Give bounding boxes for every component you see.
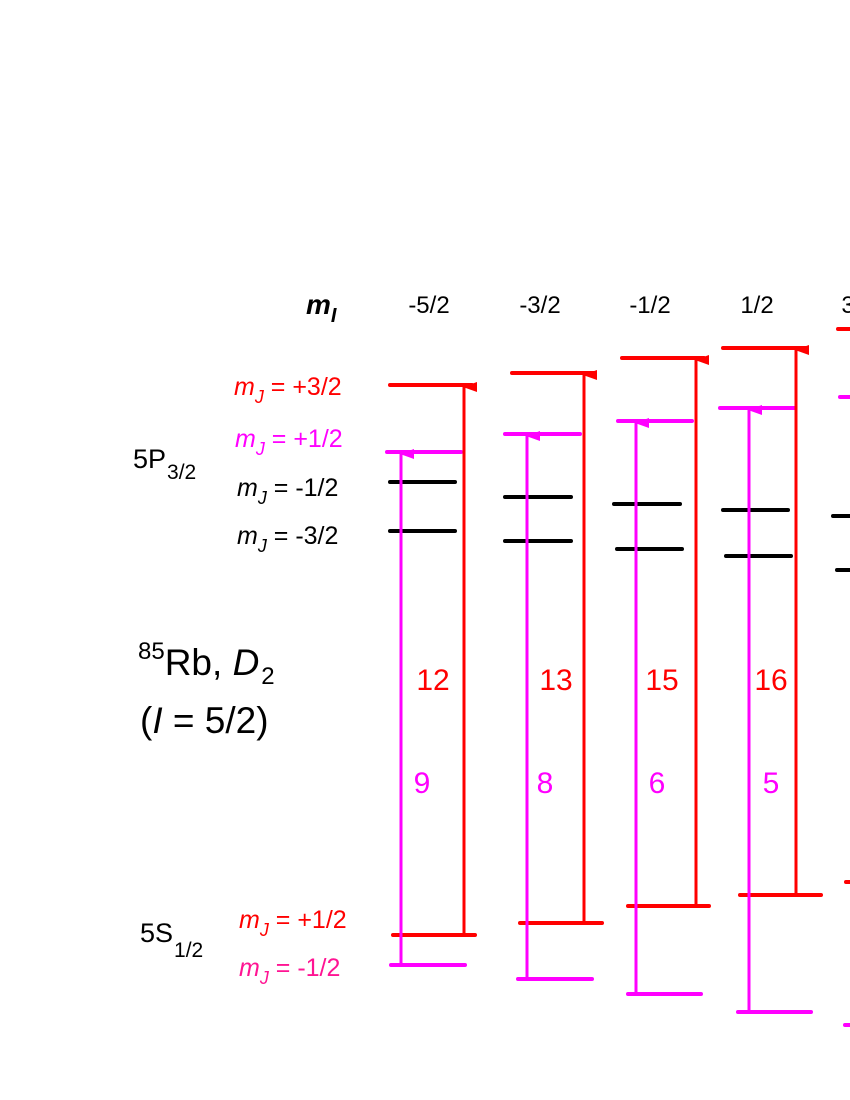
mj-label-plus-3-2: mJ = +3/2 xyxy=(234,373,342,407)
ground-state-labels: 5S1/2 mJ = +1/2 mJ = -1/2 xyxy=(140,906,347,988)
red-transition-strength: 13 xyxy=(539,664,572,697)
mj-ground-label-minus-1-2: mJ = -1/2 xyxy=(239,954,340,988)
mI-header: mI -5/2 -3/2 -1/2 1/2 3/2 xyxy=(306,289,850,327)
red-transition-strength: 15 xyxy=(645,664,678,697)
mj-label-plus-1-2: mJ = +1/2 xyxy=(235,425,343,459)
mj-label-minus-1-2: mJ = -1/2 xyxy=(237,474,338,508)
magenta-transition-strength: 6 xyxy=(649,767,666,800)
column-mI-4 xyxy=(831,327,850,1027)
excited-state-labels: 5P3/2 mJ = +3/2 mJ = +1/2 mJ = -1/2 mJ =… xyxy=(133,373,343,556)
red-transition-strength: 16 xyxy=(754,664,787,697)
column-mI-3: 16 5 xyxy=(718,345,823,1014)
mI-columns: 12 9 13 8 15 6 16 5 xyxy=(385,327,850,1027)
column-mI-0: 12 9 xyxy=(385,382,477,967)
mI-values: -5/2 -3/2 -1/2 1/2 3/2 xyxy=(408,292,850,319)
mj-ground-label-plus-1-2: mJ = +1/2 xyxy=(239,906,347,940)
diagram-title: 85Rb, D2 (I = 5/2) xyxy=(138,638,275,741)
term-5p32: 5P3/2 xyxy=(133,444,196,484)
mI-value: 3/2 xyxy=(841,292,850,319)
mj-label-minus-3-2: mJ = -3/2 xyxy=(237,522,338,556)
mI-value: -3/2 xyxy=(519,292,560,319)
magenta-transition-strength: 8 xyxy=(537,767,554,800)
mI-symbol: mI xyxy=(306,289,337,327)
nuclear-spin-label: (I = 5/2) xyxy=(140,700,269,741)
mI-value: 1/2 xyxy=(740,292,773,319)
column-mI-2: 15 6 xyxy=(612,355,711,996)
term-5s12: 5S1/2 xyxy=(140,918,203,962)
column-mI-1: 13 8 xyxy=(503,370,604,981)
isotope-line-title: 85Rb, D2 xyxy=(138,638,275,690)
mI-value: -5/2 xyxy=(408,292,449,319)
magenta-transition-strength: 5 xyxy=(763,767,780,800)
red-transition-strength: 12 xyxy=(416,664,449,697)
mI-value: -1/2 xyxy=(629,292,670,319)
magenta-transition-strength: 9 xyxy=(414,767,431,800)
